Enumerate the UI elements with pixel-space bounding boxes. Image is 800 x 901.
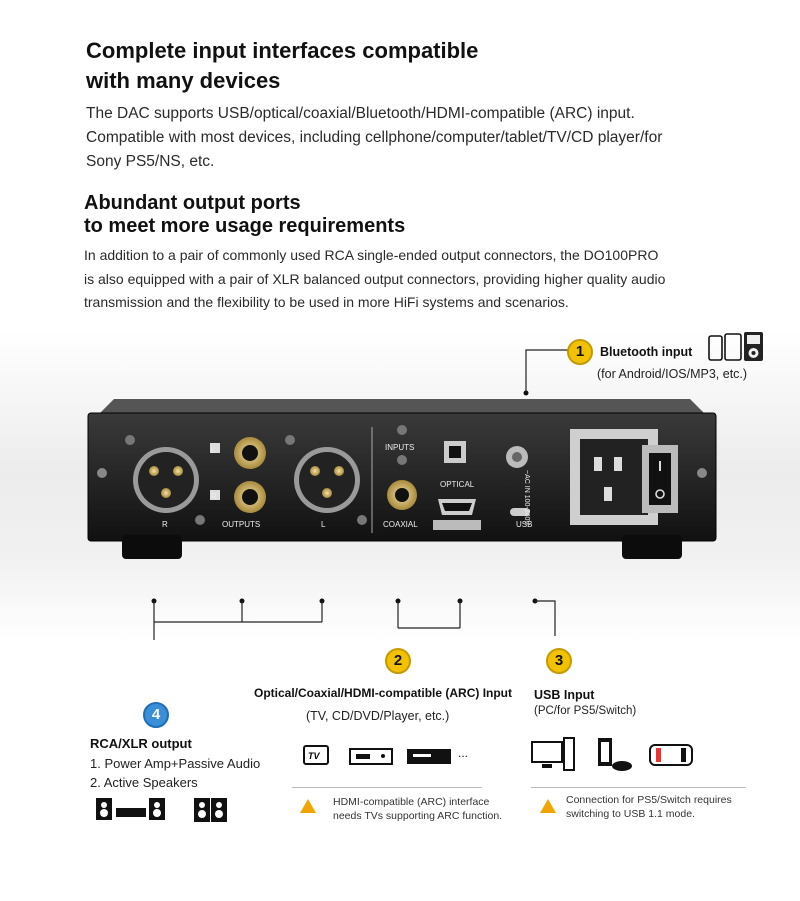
heading-outputs: Abundant output ports to meet more usage… <box>84 192 405 238</box>
cd-player-icon <box>349 748 393 765</box>
callout-number-4: 4 <box>143 702 169 728</box>
paragraph-inputs-line-3: Sony PS5/NS, etc. <box>86 153 215 170</box>
more-devices-ellipsis: ... <box>458 746 469 760</box>
switch-icon <box>649 744 693 766</box>
monitor-icon <box>531 741 563 763</box>
output-title: RCA/XLR output <box>90 736 192 751</box>
warning-icon <box>300 799 316 813</box>
optical-title: Optical/Coaxial/HDMI-compatible (ARC) In… <box>254 686 513 700</box>
heading-inputs: Complete input interfaces compatible wit… <box>86 36 478 96</box>
rca-left-connector <box>234 437 266 469</box>
paragraph-inputs-line-1: The DAC supports USB/optical/coaxial/Blu… <box>86 105 635 122</box>
label-xlr-r: R <box>162 520 168 529</box>
xlr-left-connector <box>294 447 360 513</box>
usb-note: Connection for PS5/Switch requires switc… <box>566 793 732 821</box>
label-right-rca: R <box>211 492 217 501</box>
amplifier-icon <box>116 808 146 817</box>
paragraph-outputs: In addition to a pair of commonly used R… <box>84 244 744 315</box>
bluetooth-title: Bluetooth input <box>600 345 693 359</box>
heading-inputs-line-2: with many devices <box>86 68 281 93</box>
tv-icon <box>303 745 329 765</box>
output-item-1: 1. Power Amp+Passive Audio <box>90 756 261 771</box>
dac-back-panel <box>87 399 717 559</box>
label-ac-in: ~AC IN 100-240V <box>523 470 530 526</box>
label-xlr-l: L <box>321 520 326 529</box>
hdmi-connector <box>438 499 476 515</box>
usb-c-connector <box>510 508 530 516</box>
label-inputs: INPUTS <box>385 443 415 452</box>
bluetooth-leader-line <box>523 349 572 396</box>
callout-number-2: 2 <box>385 648 411 674</box>
phone-tablet-mp3-icon <box>708 332 763 361</box>
optical-connector <box>444 441 466 463</box>
power-switch <box>649 453 671 505</box>
tv-icon-text: TV <box>308 751 320 761</box>
paragraph-outputs-line-3: transmission and the flexibility to be u… <box>84 294 569 310</box>
output-input-leader-lines <box>151 598 556 640</box>
paragraph-inputs: The DAC supports USB/optical/coaxial/Blu… <box>86 102 746 174</box>
optical-note-line-1: HDMI-compatible (ARC) interface <box>333 796 490 808</box>
paragraph-outputs-line-2: is also equipped with a pair of XLR bala… <box>84 270 666 287</box>
speaker-amp-icons <box>96 798 227 822</box>
usb-note-line-2: switching to USB 1.1 mode. <box>566 808 695 820</box>
paragraph-outputs-line-1: In addition to a pair of commonly used R… <box>84 247 659 263</box>
usb-note-line-1: Connection for PS5/Switch requires <box>566 794 732 806</box>
usb-separator <box>531 787 746 788</box>
xlr-right-connector <box>133 447 199 513</box>
optical-subtitle: (TV, CD/DVD/Player, etc.) <box>306 709 450 723</box>
label-coaxial: COAXIAL <box>383 520 418 529</box>
gamepad-icon <box>612 761 632 771</box>
label-outputs: OUTPUTS <box>222 520 261 529</box>
bluetooth-subtitle: (for Android/IOS/MP3, etc.) <box>597 367 748 381</box>
label-usb: USB <box>516 520 533 529</box>
paragraph-inputs-line-2: Compatible with most devices, including … <box>86 129 663 146</box>
rca-right-connector <box>234 481 266 513</box>
warning-icon <box>540 799 556 813</box>
callout-number-1: 1 <box>567 339 593 365</box>
usb-subtitle: (PC/for PS5/Switch) <box>534 705 637 717</box>
label-left-rca: L <box>211 446 216 455</box>
usb-title: USB Input <box>534 688 595 702</box>
label-optical: OPTICAL <box>440 480 475 489</box>
callout-number-3: 3 <box>546 648 572 674</box>
tv-dvd-player-icons: TV <box>303 745 451 765</box>
heading-outputs-line-2: to meet more usage requirements <box>84 215 406 237</box>
output-item-2: 2. Active Speakers <box>90 775 198 790</box>
optical-note: HDMI-compatible (ARC) interface needs TV… <box>333 795 502 823</box>
optical-note-line-2: needs TVs supporting ARC function. <box>333 810 503 822</box>
heading-outputs-line-1: Abundant output ports <box>84 192 301 214</box>
pc-tower-icon <box>563 737 575 771</box>
optical-separator <box>292 787 482 788</box>
coaxial-connector <box>387 480 417 510</box>
pc-ps5-switch-icons <box>531 737 693 771</box>
heading-inputs-line-1: Complete input interfaces compatible <box>86 38 479 63</box>
bluetooth-antenna-connector <box>506 446 528 468</box>
